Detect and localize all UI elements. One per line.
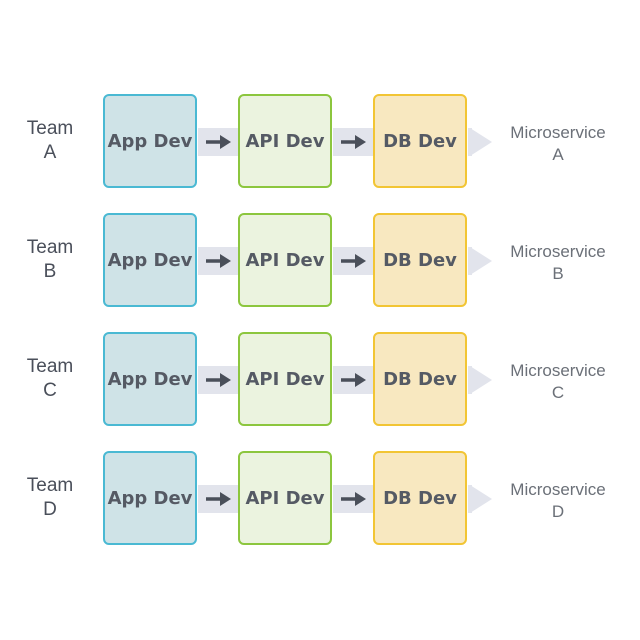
db-dev-box: DB Dev bbox=[373, 94, 467, 188]
team-row-a: Team A App Dev API Dev DB Dev Microservi… bbox=[0, 94, 640, 194]
arrow-right-icon bbox=[206, 492, 231, 506]
app-dev-box: App Dev bbox=[103, 213, 197, 307]
team-label-line1: Team bbox=[26, 356, 74, 377]
arrow-right-icon bbox=[206, 254, 231, 268]
team-label: Team D bbox=[10, 474, 90, 522]
team-row-d: Team D App Dev API Dev DB Dev Microservi… bbox=[0, 451, 640, 551]
team-label: Team C bbox=[10, 355, 90, 403]
microservice-label: Microservice B bbox=[496, 241, 620, 285]
app-dev-box: App Dev bbox=[103, 451, 197, 545]
microservice-label: Microservice A bbox=[496, 122, 620, 166]
team-row-c: Team C App Dev API Dev DB Dev Microservi… bbox=[0, 332, 640, 432]
team-label-line2: A bbox=[43, 142, 57, 163]
microservice-label-line1: Microservice bbox=[510, 123, 606, 142]
app-dev-box: App Dev bbox=[103, 94, 197, 188]
team-label-line2: C bbox=[43, 380, 57, 401]
chevron-right-icon bbox=[470, 128, 492, 156]
microservice-label-line1: Microservice bbox=[510, 361, 606, 380]
team-label-line1: Team bbox=[26, 118, 74, 139]
api-dev-box: API Dev bbox=[238, 213, 332, 307]
db-dev-box: DB Dev bbox=[373, 451, 467, 545]
db-dev-box: DB Dev bbox=[373, 213, 467, 307]
arrow-right-icon bbox=[206, 373, 231, 387]
api-dev-box: API Dev bbox=[238, 332, 332, 426]
microservice-label-line2: B bbox=[552, 264, 564, 283]
microservice-label-line2: C bbox=[551, 383, 565, 402]
team-label: Team A bbox=[10, 117, 90, 165]
chevron-right-icon bbox=[470, 485, 492, 513]
arrow-right-icon bbox=[206, 135, 231, 149]
arrow-right-icon bbox=[341, 373, 366, 387]
team-label: Team B bbox=[10, 236, 90, 284]
arrow-right-icon bbox=[341, 254, 366, 268]
team-label-line2: B bbox=[43, 261, 57, 282]
chevron-right-icon bbox=[470, 247, 492, 275]
api-dev-box: API Dev bbox=[238, 451, 332, 545]
microservice-label: Microservice C bbox=[496, 360, 620, 404]
api-dev-box: API Dev bbox=[238, 94, 332, 188]
team-label-line1: Team bbox=[26, 475, 74, 496]
app-dev-box: App Dev bbox=[103, 332, 197, 426]
chevron-right-icon bbox=[470, 366, 492, 394]
team-row-b: Team B App Dev API Dev DB Dev Microservi… bbox=[0, 213, 640, 313]
arrow-right-icon bbox=[341, 492, 366, 506]
team-label-line1: Team bbox=[26, 237, 74, 258]
arrow-right-icon bbox=[341, 135, 366, 149]
db-dev-box: DB Dev bbox=[373, 332, 467, 426]
microservice-label-line1: Microservice bbox=[510, 480, 606, 499]
microservice-label: Microservice D bbox=[496, 479, 620, 523]
microservice-label-line2: D bbox=[551, 502, 565, 521]
team-label-line2: D bbox=[43, 499, 57, 520]
microservice-label-line1: Microservice bbox=[510, 242, 606, 261]
microservice-label-line2: A bbox=[552, 145, 564, 164]
